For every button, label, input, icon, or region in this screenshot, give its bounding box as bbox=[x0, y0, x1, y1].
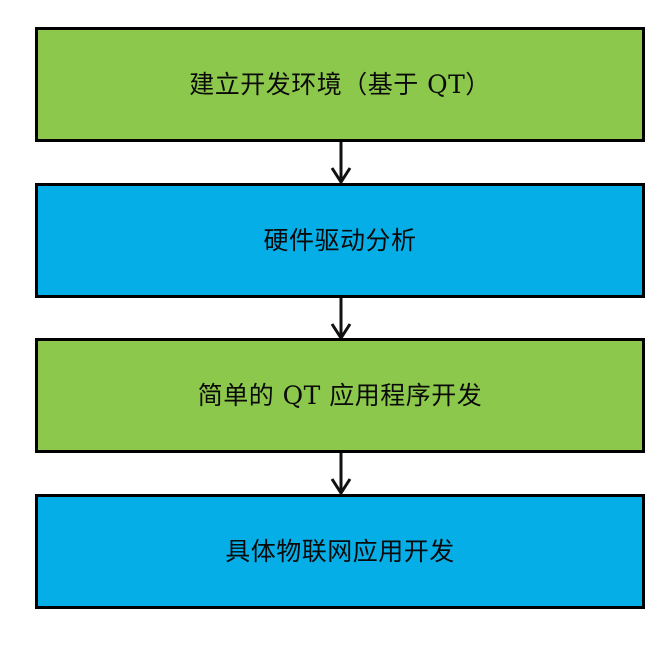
flow-node-1[interactable]: 建立开发环境（基于 QT） bbox=[35, 27, 645, 142]
flow-node-3[interactable]: 简单的 QT 应用程序开发 bbox=[35, 338, 645, 453]
flow-node-1-label: 建立开发环境（基于 QT） bbox=[189, 69, 491, 99]
flow-node-3-label: 简单的 QT 应用程序开发 bbox=[197, 380, 483, 410]
flow-connector-arrow-2 bbox=[320, 298, 362, 341]
flow-connector-arrow-3 bbox=[320, 453, 362, 496]
flow-node-2[interactable]: 硬件驱动分析 bbox=[35, 183, 645, 298]
arrow-down-icon bbox=[330, 298, 352, 341]
flow-connector-arrow-1 bbox=[320, 142, 362, 185]
flow-node-4-label: 具体物联网应用开发 bbox=[225, 536, 455, 566]
flow-node-4[interactable]: 具体物联网应用开发 bbox=[35, 494, 645, 609]
flow-node-2-label: 硬件驱动分析 bbox=[263, 225, 417, 255]
arrow-down-icon bbox=[330, 453, 352, 496]
arrow-down-icon bbox=[330, 142, 352, 185]
